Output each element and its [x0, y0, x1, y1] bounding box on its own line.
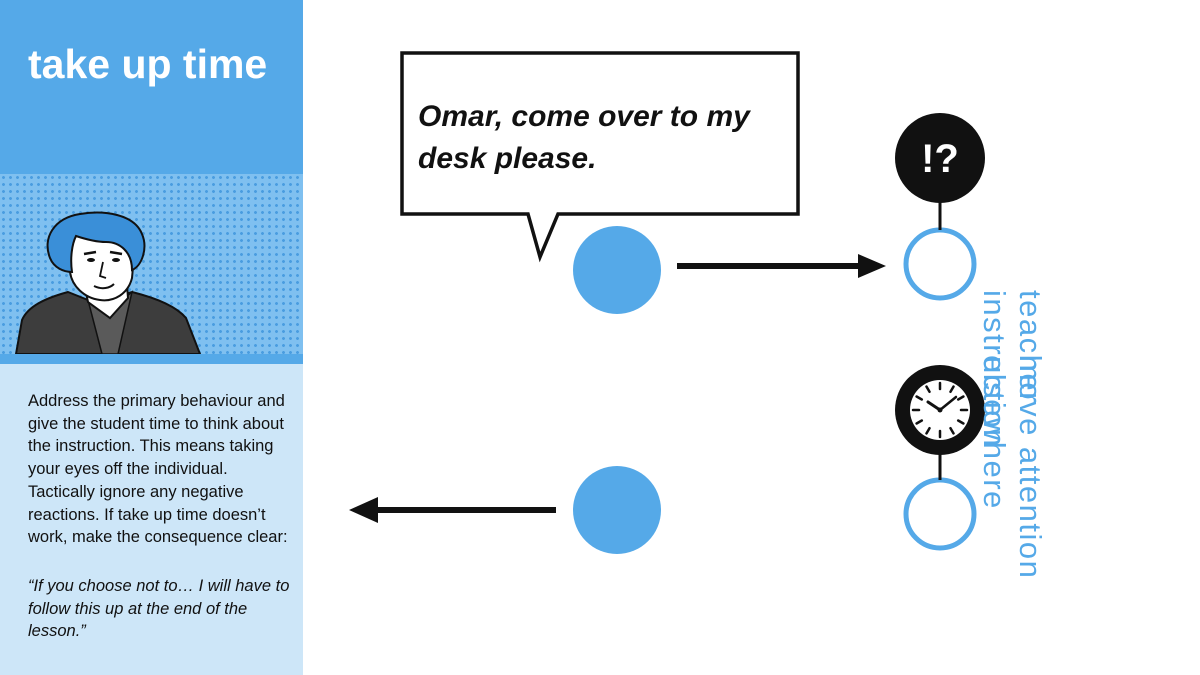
portrait-eye-left	[87, 258, 95, 262]
portrait-brow-right	[109, 250, 123, 256]
portrait-nose	[98, 261, 107, 279]
badge-label: !?	[921, 137, 959, 181]
clock-icon	[895, 365, 985, 455]
diagram-canvas	[349, 51, 985, 554]
portrait-mouth	[93, 283, 115, 290]
portrait-hair	[46, 211, 146, 274]
title-block: take up time	[0, 0, 303, 174]
consequence-quote: “If you choose not to… I will have to fo…	[28, 577, 290, 641]
portrait-brow-left	[83, 250, 97, 256]
slide-title: take up time	[28, 41, 268, 87]
teacher-circle	[573, 226, 661, 314]
speech-bubble-text: Omar, come over to my desk please.	[418, 100, 750, 175]
description-panel	[0, 364, 303, 675]
student-circle-1	[903, 227, 977, 301]
label-line-2: elsewhere	[977, 355, 1012, 510]
teacher-portrait-icon	[14, 211, 202, 354]
portrait-eye-right	[112, 258, 120, 262]
exclamation-question-icon	[895, 113, 985, 203]
label-line-1: move attention	[1013, 355, 1048, 580]
step-label-move-attention: move attention elsewhere	[976, 355, 1048, 605]
teacher-circle-2	[573, 466, 661, 554]
student-circle-2	[903, 477, 977, 551]
arrow-left-head	[349, 497, 378, 523]
description-text: Address the primary behaviour and give t…	[28, 392, 288, 547]
divider-band	[0, 354, 303, 364]
sidebar-panel: take up time Address the primary behavio…	[0, 0, 303, 675]
arrow-right-head	[858, 254, 886, 278]
speech-bubble	[400, 51, 800, 263]
